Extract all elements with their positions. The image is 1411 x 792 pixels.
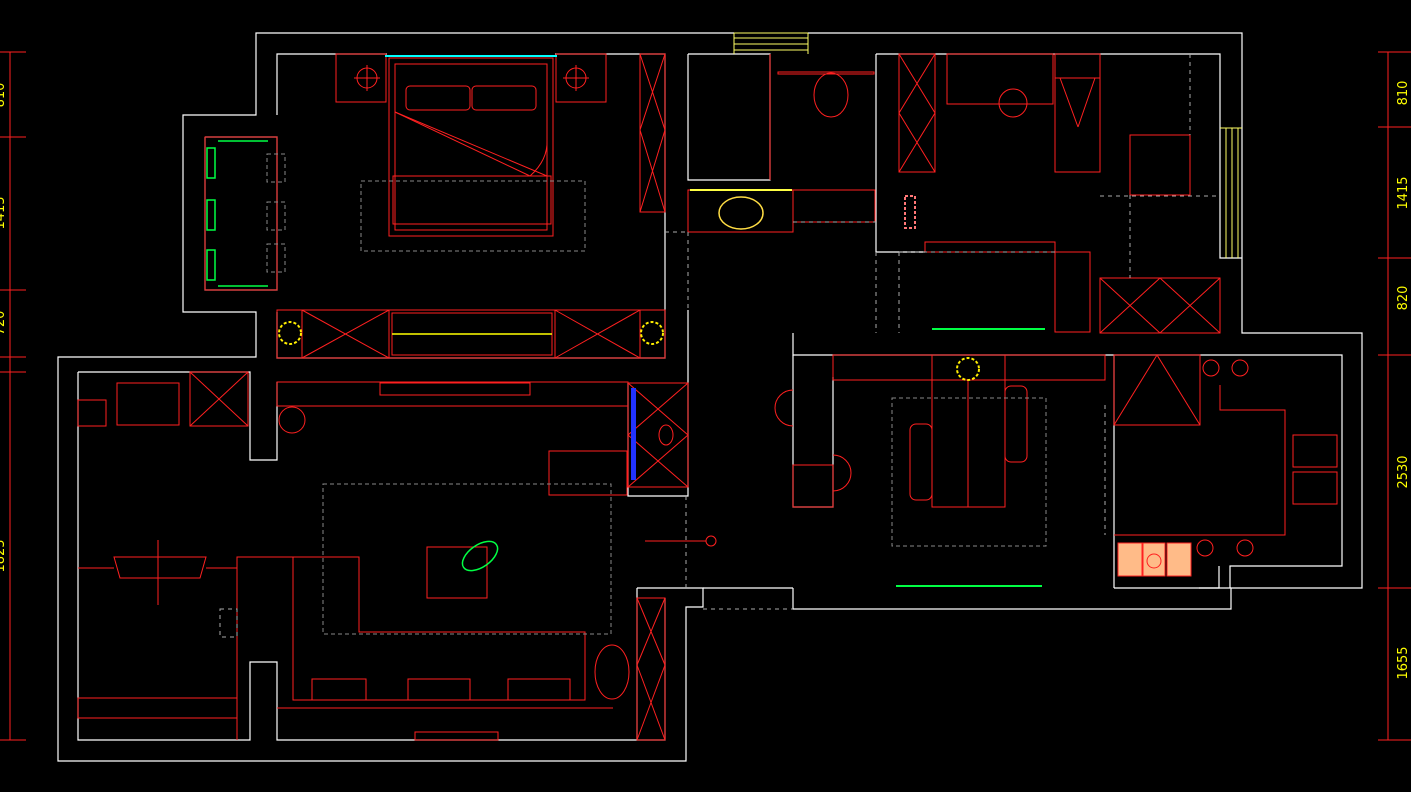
dining-rug — [891, 397, 1047, 547]
coffee-table-green — [461, 540, 499, 572]
dim-left-4: 1825 — [0, 539, 8, 572]
left-dimension-line — [0, 51, 26, 741]
dim-right-2: 1415 — [1396, 176, 1411, 209]
basin — [718, 196, 764, 230]
living-room — [77, 371, 689, 741]
dim-right-5: 1655 — [1396, 646, 1411, 679]
right-dimension-line — [1378, 51, 1411, 741]
dim-left-1: 810 — [0, 83, 8, 108]
living-rug — [322, 483, 612, 635]
master-rug — [266, 153, 586, 273]
dim-right-1: 810 — [1396, 81, 1411, 106]
bay-window-cushions — [206, 140, 268, 287]
tv-blue-panel — [631, 388, 636, 480]
dashed-partitions — [219, 54, 1220, 638]
entry-door-knob — [705, 535, 717, 547]
dim-right-3: 820 — [1396, 286, 1411, 311]
dim-right-4: 2530 — [1396, 455, 1411, 488]
dim-left-3: 720 — [0, 311, 8, 336]
dining-area — [774, 354, 1106, 508]
heater-coil — [904, 195, 916, 229]
second-bedroom — [898, 53, 1221, 334]
stove — [1117, 542, 1192, 577]
windows — [733, 32, 1242, 258]
master-bedroom — [204, 53, 666, 359]
exterior-walls — [57, 32, 1363, 762]
kitchen — [1113, 354, 1338, 557]
bathroom — [687, 54, 876, 233]
dim-left-2: 1415 — [0, 196, 8, 229]
plants — [278, 321, 980, 381]
